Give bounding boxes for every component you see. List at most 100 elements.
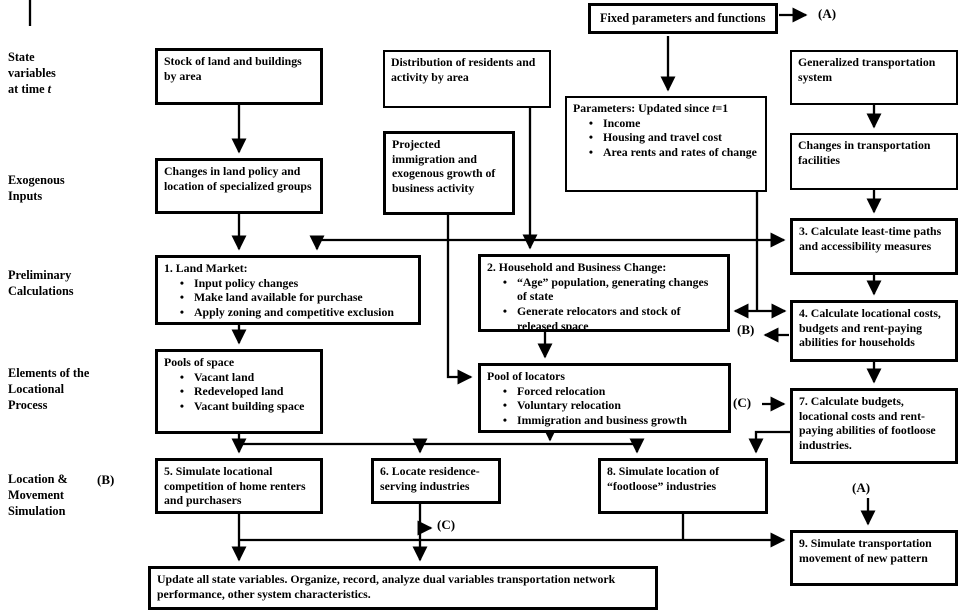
bullet-icon: •: [502, 383, 508, 398]
bullet-icon: •: [502, 398, 508, 413]
connector-label-a-top: (A): [818, 6, 837, 21]
box-title: Pool of locators: [487, 369, 565, 383]
bullet-text: Income: [603, 115, 641, 130]
box-title-text: Parameters: Updated since: [573, 101, 713, 115]
bullet-icon: •: [502, 274, 508, 289]
bullet-item: •Income: [573, 116, 759, 131]
box-changes-transportation-facilities: Changes in transportation facilities: [790, 133, 958, 190]
bullet-item: • Housing and travel cost: [573, 130, 759, 145]
stage-label-line: Process: [8, 397, 48, 412]
bullet-icon: •: [179, 399, 185, 414]
bullet-text: Forced relocation: [517, 383, 606, 398]
bullet-item: • Voluntary relocation: [487, 398, 722, 413]
box-title: 5. Simulate locational competition of ho…: [164, 464, 306, 508]
bullet-item: • Make land available for purchase: [164, 290, 412, 305]
stage-label-text: at time: [8, 81, 48, 96]
stage-label-line: Calculations: [8, 283, 74, 298]
bullet-text: Input policy changes: [194, 275, 299, 290]
bullet-text: Voluntary relocation: [517, 398, 621, 413]
bullet-item: • Input policy changes: [164, 276, 412, 291]
box-title: Projected immigration and exogenous grow…: [392, 137, 496, 196]
bullet-text: Immigration and business growth: [517, 413, 687, 428]
box-title: Changes in transportation facilities: [798, 138, 931, 167]
stage-label-line: Locational: [8, 381, 65, 396]
bullet-icon: •: [588, 145, 594, 160]
bullet-text: Make land available for purchase: [194, 290, 363, 305]
bullet-item: •“Age” population, generating changes of…: [487, 275, 721, 304]
bullet-text: Generate relocators and stock of release…: [517, 304, 681, 332]
box-title: Fixed parameters and functions: [600, 10, 766, 25]
box-title: Distribution of residents and activity b…: [391, 55, 536, 84]
bullet-text: Apply zoning and competitive exclusion: [194, 305, 394, 320]
bullet-icon: •: [179, 369, 185, 384]
box-pools-of-space: Pools of space •Vacant land •Redeveloped…: [155, 349, 323, 434]
stage-label-line: Inputs: [8, 188, 43, 203]
bullet-text: Area rents and rates of change: [603, 145, 757, 160]
bullet-icon: •: [179, 305, 185, 320]
stage-label-exogenous-inputs: Exogenous Inputs: [8, 173, 65, 205]
bullet-text: Redeveloped land: [194, 384, 284, 399]
stage-label-preliminary-calculations: Preliminary Calculations: [8, 268, 74, 300]
box-9-simulate-transportation-movement: 9. Simulate transportation movement of n…: [790, 530, 958, 586]
box-title: Changes in land policy and location of s…: [164, 164, 312, 193]
bullet-icon: •: [502, 413, 508, 428]
box-8-simulate-location-footloose: 8. Simulate location of “footloose” indu…: [598, 458, 768, 514]
stage-label-line: Preliminary: [8, 268, 72, 282]
box-title: 6. Locate residence-serving industries: [380, 464, 480, 493]
box-7-calculate-budgets: 7. Calculate budgets, locational costs a…: [790, 388, 958, 464]
stage-label-line: Location &: [8, 472, 68, 486]
box-title: Parameters: Updated since t=1: [573, 101, 759, 116]
box-5-simulate-locational-competition: 5. Simulate locational competition of ho…: [155, 458, 323, 514]
connector-label-b-right: (B): [737, 322, 755, 337]
box-title: 1. Land Market:: [164, 261, 248, 275]
connector-label-c-right: (C): [733, 395, 752, 410]
box-pool-of-locators: Pool of locators • Forced relocation • Vol…: [478, 363, 731, 433]
bullet-icon: •: [588, 130, 594, 145]
bullet-item: • Forced relocation: [487, 384, 722, 399]
stage-label-line: Simulation: [8, 503, 66, 518]
bullet-item: • Apply zoning and competitive exclusion: [164, 305, 412, 320]
connector-label-b-left: (B): [97, 472, 115, 487]
bullet-item: • Vacant land: [164, 370, 314, 385]
stage-label-line: at time t: [8, 82, 56, 98]
stage-label-elements-locational-process: Elements of the Locational Process: [8, 366, 89, 414]
box-fixed-parameters: Fixed parameters and functions: [588, 3, 778, 34]
bullet-icon: •: [179, 290, 185, 305]
box-6-locate-residence-serving: 6. Locate residence-serving industries: [371, 458, 501, 504]
bullet-item: • Redeveloped land: [164, 384, 314, 399]
box-title: Stock of land and buildings by area: [164, 54, 302, 83]
bullet-icon: •: [179, 275, 185, 290]
stage-label-line: State: [8, 50, 35, 64]
box-title: 2. Household and Business Change:: [487, 260, 667, 274]
bullet-text: Housing and travel cost: [603, 130, 722, 145]
box-update-all-state-variables: Update all state variables. Organize, re…: [148, 566, 658, 610]
connector-projected-to-pool-locators: [446, 215, 473, 385]
connector-label-c-middle: (C): [437, 517, 456, 532]
box-projected-immigration: Projected immigration and exogenous grow…: [383, 131, 515, 215]
connector-calc7-to-sim8: [748, 430, 790, 454]
bullet-item: • Generate relocators and stock of releas…: [487, 304, 721, 332]
bullet-text: Vacant building space: [194, 399, 305, 414]
box-distribution-of-residents: Distribution of residents and activity b…: [383, 50, 551, 108]
box-title: Update all state variables. Organize, re…: [157, 572, 616, 601]
bullet-item: • Immigration and business growth: [487, 413, 722, 428]
bullet-text: Vacant land: [194, 369, 255, 384]
box-stock-of-land: Stock of land and buildings by area: [155, 48, 323, 105]
stage-label-location-movement-simulation: Location & Movement Simulation: [8, 472, 68, 520]
box-3-calculate-least-time-paths: 3. Calculate least-time paths and access…: [790, 218, 958, 275]
box-title: 4. Calculate locational costs, budgets a…: [799, 306, 941, 350]
stage-label-line: Movement: [8, 487, 64, 502]
bullet-icon: •: [179, 384, 185, 399]
stage-label-var: t: [47, 81, 52, 96]
bullet-icon: •: [502, 304, 508, 319]
box-4-calculate-locational-costs: 4. Calculate locational costs, budgets a…: [790, 300, 958, 362]
box-generalized-transportation: Generalized transportation system: [790, 50, 958, 105]
box-title: Generalized transportation system: [798, 55, 936, 84]
box-title: 7. Calculate budgets, locational costs a…: [799, 394, 936, 453]
stage-label-line: Exogenous: [8, 173, 65, 187]
box-changes-land-policy: Changes in land policy and location of s…: [155, 158, 323, 214]
box-title-var: t: [712, 101, 716, 115]
box-title-text: =1: [715, 101, 729, 115]
